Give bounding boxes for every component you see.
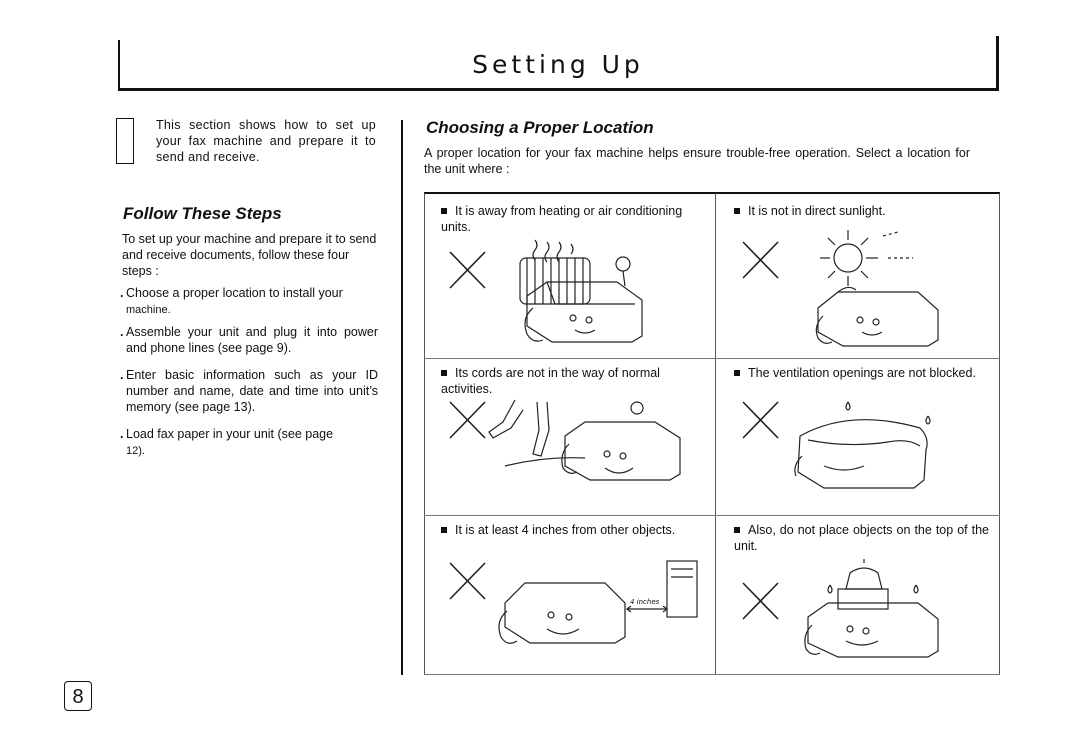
follow-steps-text: To set up your machine and prepare it to… bbox=[122, 232, 377, 278]
distance-arrow-icon bbox=[626, 605, 668, 613]
grid-right-rule bbox=[999, 193, 1000, 675]
bullet-dot-icon: . bbox=[120, 368, 124, 382]
grid-left-rule bbox=[424, 193, 425, 675]
fax-machine-icon bbox=[524, 281, 643, 343]
thermometer-face-icon bbox=[615, 256, 631, 287]
cell-text: The ventilation openings are not blocked… bbox=[748, 366, 976, 380]
bullet-dot-icon: . bbox=[120, 427, 124, 441]
kettle-icon bbox=[837, 559, 889, 610]
page-title: Setting Up bbox=[472, 50, 644, 79]
location-cell-cords: Its cords are not in the way of normal a… bbox=[441, 365, 703, 397]
fax-machine-icon bbox=[498, 582, 626, 644]
distance-annotation: 4 inches bbox=[630, 598, 660, 606]
location-intro-text: A proper location for your fax machine h… bbox=[424, 146, 970, 176]
step-text: Enter basic information such as your ID … bbox=[126, 368, 378, 414]
follow-steps-heading: Follow These Steps bbox=[123, 204, 282, 223]
fax-near-object-illustration bbox=[449, 560, 698, 644]
cross-mark-icon bbox=[742, 241, 779, 279]
cell-text: Its cords are not in the way of normal a… bbox=[441, 366, 660, 396]
walking-legs-icon bbox=[488, 399, 586, 467]
step-item: . Choose a proper location to install yo… bbox=[120, 285, 378, 318]
grid-top-rule bbox=[424, 192, 1000, 194]
location-cell-ventilation: The ventilation openings are not blocked… bbox=[734, 365, 989, 381]
sweat-drop-icon bbox=[845, 401, 931, 425]
cross-mark-icon bbox=[742, 401, 779, 439]
location-cell-sunlight: It is not in direct sunlight. bbox=[734, 203, 994, 219]
cell-text: It is at least 4 inches from other objec… bbox=[455, 523, 676, 537]
fax-machine-icon bbox=[815, 286, 939, 347]
cell-text: It is not in direct sunlight. bbox=[748, 204, 886, 218]
cross-mark-icon bbox=[742, 582, 779, 620]
location-heading: Choosing a Proper Location bbox=[426, 118, 654, 137]
grid-row-rule bbox=[424, 358, 1000, 359]
bullet-dot-icon: . bbox=[120, 325, 124, 339]
square-bullet-icon bbox=[734, 369, 740, 376]
blocked-ventilation-illustration bbox=[742, 401, 931, 489]
location-cell-objects-on-top: Also, do not place objects on the top of… bbox=[734, 522, 989, 554]
cords-in-the-way-illustration bbox=[449, 399, 681, 481]
sweat-drop-icon bbox=[827, 584, 919, 594]
fax-machine-icon bbox=[561, 421, 681, 481]
square-bullet-icon bbox=[734, 207, 740, 214]
step-text-tail: machine. bbox=[126, 304, 171, 316]
fax-near-heater-illustration bbox=[449, 239, 643, 343]
square-bullet-icon bbox=[441, 369, 447, 376]
heater-icon bbox=[519, 239, 591, 305]
sun-icon bbox=[820, 230, 913, 286]
location-cell-distance: It is at least 4 inches from other objec… bbox=[441, 522, 703, 538]
step-item: . Enter basic information such as your I… bbox=[120, 367, 378, 415]
header-right-rule bbox=[996, 36, 999, 90]
box-object-icon bbox=[666, 560, 698, 618]
step-text-tail: 12). bbox=[126, 445, 145, 457]
square-bullet-icon bbox=[441, 526, 447, 533]
header-bottom-rule bbox=[118, 88, 999, 91]
covered-fax-icon bbox=[794, 419, 928, 489]
grid-row-rule bbox=[424, 515, 1000, 516]
location-cell-heating: It is away from heating or air condition… bbox=[441, 203, 701, 235]
intro-marker-box bbox=[116, 118, 134, 164]
fax-machine-icon bbox=[804, 602, 939, 658]
step-item: . Load fax paper in your unit (see page … bbox=[120, 426, 378, 459]
cross-mark-icon bbox=[449, 562, 486, 600]
cell-text: It is away from heating or air condition… bbox=[441, 204, 683, 234]
step-item: . Assemble your unit and plug it into po… bbox=[120, 324, 378, 356]
bullet-dot-icon: . bbox=[120, 286, 124, 300]
square-bullet-icon bbox=[441, 207, 447, 214]
step-text: Load fax paper in your unit (see page bbox=[126, 427, 334, 441]
object-on-fax-illustration bbox=[742, 559, 939, 658]
cross-mark-icon bbox=[449, 251, 486, 289]
page-number: 8 bbox=[64, 681, 92, 711]
header-left-rule bbox=[118, 40, 120, 90]
column-divider bbox=[401, 120, 403, 675]
dizzy-face-icon bbox=[630, 401, 644, 415]
square-bullet-icon bbox=[734, 526, 740, 533]
cross-mark-icon bbox=[449, 401, 486, 439]
step-text: Choose a proper location to install your bbox=[126, 286, 343, 300]
fax-in-sunlight-illustration bbox=[742, 230, 939, 347]
intro-text: This section shows how to set up your fa… bbox=[156, 118, 376, 164]
step-text: Assemble your unit and plug it into powe… bbox=[126, 325, 378, 355]
grid-middle-rule bbox=[715, 193, 716, 675]
grid-bottom-rule bbox=[424, 674, 1000, 675]
cell-text: Also, do not place objects on the top of… bbox=[734, 523, 989, 553]
